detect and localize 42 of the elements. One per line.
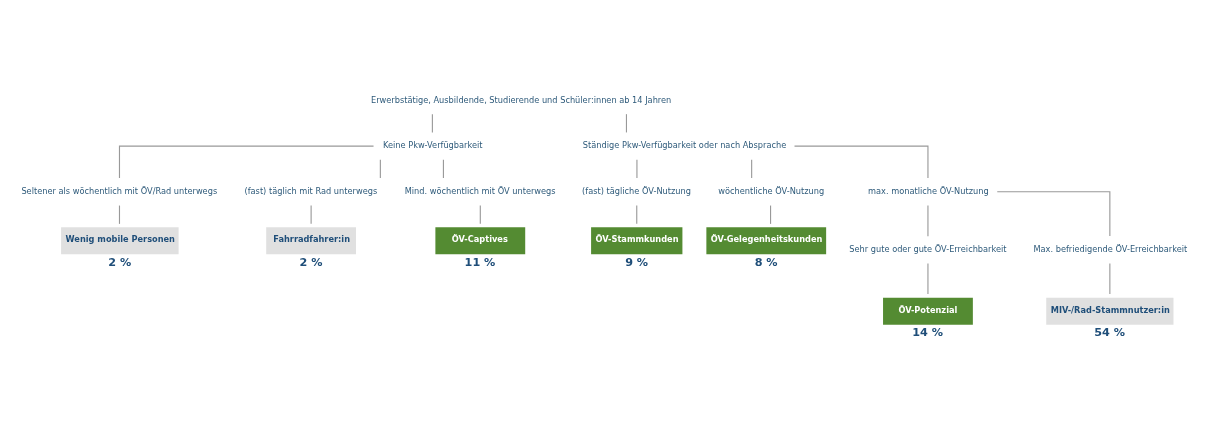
- connector: [625, 113, 627, 133]
- node-text: Keine Pkw-Verfügbarkeit: [382, 139, 483, 150]
- connector: [379, 158, 381, 179]
- node-label: 9 %: [625, 255, 649, 269]
- connector: [636, 158, 638, 179]
- node-label: 2 %: [299, 255, 323, 269]
- connector: [431, 113, 433, 133]
- node-label: 8 %: [754, 255, 778, 269]
- node-box: ÖV-Gelegenheitskunden: [706, 226, 827, 254]
- connector: [118, 145, 375, 179]
- node-text: (fast) tägliche ÖV-Nutzung: [582, 185, 691, 196]
- node-text: (fast) täglich mit Rad unterwegs: [244, 185, 378, 196]
- node-box: ÖV-Stammkunden: [591, 226, 683, 254]
- node-text: Ständige Pkw-Verfügbarkeit oder nach Absprache: [582, 139, 787, 150]
- connector: [118, 204, 121, 224]
- node-text: Sehr gute oder gute ÖV-Erreichbarkeit: [849, 243, 1007, 254]
- connector: [770, 204, 772, 224]
- connector: [1109, 262, 1111, 295]
- node-label: 54 %: [1094, 325, 1125, 339]
- connector: [479, 204, 481, 224]
- node-box: Fahrradfahrer:in: [266, 226, 357, 254]
- connector: [751, 158, 753, 179]
- node-label: 2 %: [108, 255, 132, 269]
- node-box: ÖV-Potenzial: [883, 297, 973, 325]
- node-box: MIV-/Rad-Stammnutzer:in: [1046, 297, 1174, 325]
- connector: [310, 204, 312, 224]
- node-text: Erwerbstätige, Ausbildende, Studierende und Schüler:innen ab 14 Jahren: [371, 94, 672, 105]
- connector: [793, 145, 929, 179]
- node-box: ÖV-Captives: [435, 226, 526, 254]
- node-box: Wenig mobile Personen: [61, 226, 179, 254]
- node-text: Mind. wöchentlich mit ÖV unterwegs: [404, 185, 556, 196]
- connector: [442, 158, 444, 179]
- node-text: wöchentliche ÖV-Nutzung: [718, 185, 825, 196]
- connector: [927, 204, 929, 237]
- connector: [996, 190, 1111, 237]
- connector: [927, 262, 929, 295]
- node-text: Seltener als wöchentlich mit ÖV/Rad unterwegs: [21, 185, 218, 196]
- node-label: 14 %: [912, 325, 943, 339]
- connector: [636, 204, 638, 224]
- node-text: Max. befriedigende ÖV-Erreichbarkeit: [1033, 243, 1188, 254]
- node-label: 11 %: [464, 255, 496, 269]
- node-text: max. monatliche ÖV-Nutzung: [868, 185, 989, 196]
